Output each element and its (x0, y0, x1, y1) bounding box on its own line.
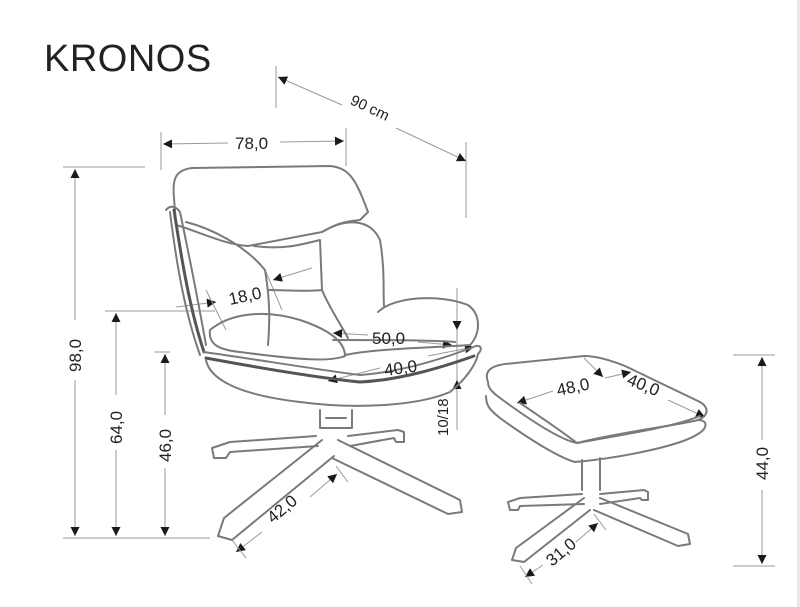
dim-78: 78,0 (235, 134, 268, 153)
ottoman-outline (485, 355, 708, 563)
dim-48-ottoman: 48,0 (555, 374, 591, 399)
dim-98: 98,0 (66, 339, 85, 372)
dim-46: 46,0 (156, 429, 175, 462)
dim-42: 42,0 (263, 491, 301, 527)
dim-90cm: 90 cm (348, 92, 392, 125)
dimension-lines (63, 66, 775, 585)
dim-50: 50,0 (372, 329, 405, 348)
dim-44: 44,0 (753, 447, 772, 480)
dim-31: 31,0 (542, 534, 580, 570)
dim-40-ottoman: 40,0 (625, 370, 663, 400)
dim-64: 64,0 (107, 411, 126, 444)
dim-10-18: 10/18 (435, 398, 452, 436)
product-title: KRONOS (44, 38, 212, 80)
dim-18: 18,0 (227, 283, 263, 308)
armchair-outline (165, 165, 482, 541)
dim-40-chair: 40,0 (383, 357, 418, 380)
